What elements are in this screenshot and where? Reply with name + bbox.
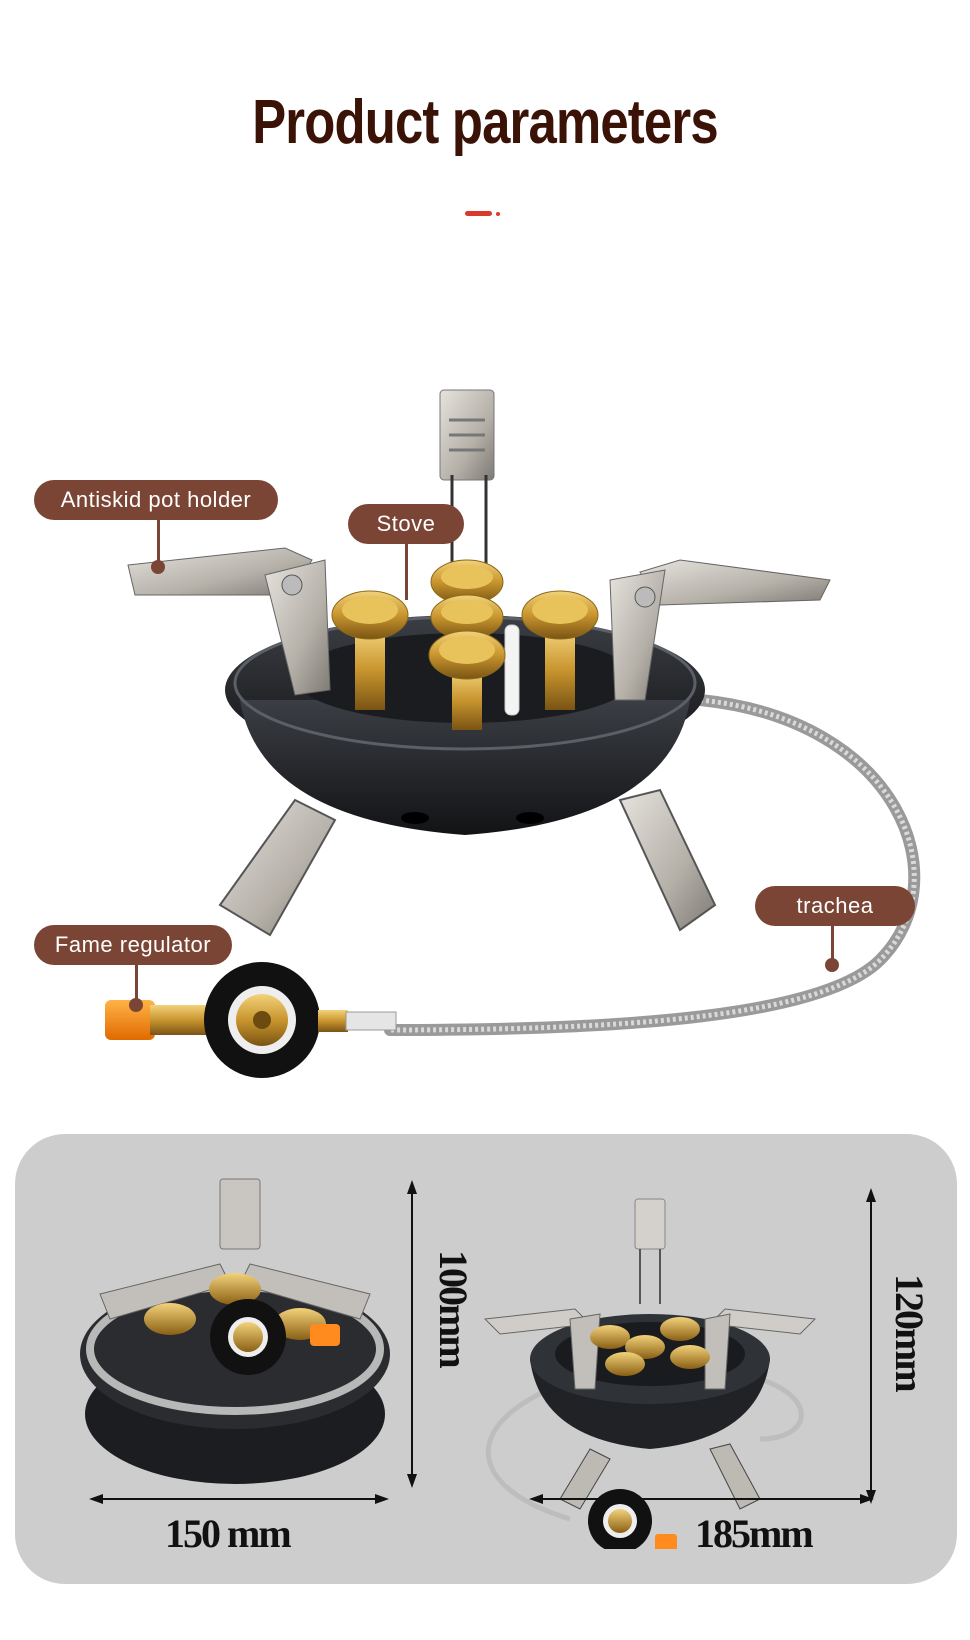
callout-stove: Stove xyxy=(348,504,464,544)
callout-antiskid-pot-holder: Antiskid pot holder xyxy=(34,480,278,520)
arrow-up-icon xyxy=(866,1188,876,1202)
callout-leader-dot xyxy=(129,998,143,1012)
unfolded-width-line xyxy=(535,1498,865,1500)
callout-leader-line xyxy=(157,520,160,565)
arrow-down-icon xyxy=(407,1474,417,1488)
callout-leader-line xyxy=(831,926,834,963)
title-divider-dot xyxy=(496,212,500,216)
unfolded-width-label: 185mm xyxy=(695,1511,814,1556)
callout-leader-dot xyxy=(825,958,839,972)
arrow-left-icon xyxy=(89,1494,103,1504)
arrow-right-icon xyxy=(860,1494,874,1504)
unfolded-height-label: 120mm xyxy=(887,1274,932,1391)
callout-fame-regulator: Fame regulator xyxy=(34,925,232,965)
unfolded-stove-image xyxy=(483,1198,817,1549)
folded-height-line xyxy=(411,1186,413,1478)
dimensions-panel: 100mm 150 mm 12 xyxy=(15,1134,957,1584)
page-title: Product parameters xyxy=(252,88,718,157)
title-divider xyxy=(465,211,492,216)
arrow-right-icon xyxy=(375,1494,389,1504)
folded-stove-image xyxy=(80,1178,390,1484)
folded-width-line xyxy=(95,1498,380,1500)
callout-leader-line xyxy=(405,543,408,600)
callout-trachea: trachea xyxy=(755,886,915,926)
arrow-left-icon xyxy=(529,1494,543,1504)
unfolded-height-line xyxy=(870,1194,872,1494)
folded-width-label: 150 mm xyxy=(165,1511,292,1556)
callout-leader-dot xyxy=(151,560,165,574)
callout-leader-line xyxy=(135,965,138,1003)
arrow-up-icon xyxy=(407,1180,417,1194)
